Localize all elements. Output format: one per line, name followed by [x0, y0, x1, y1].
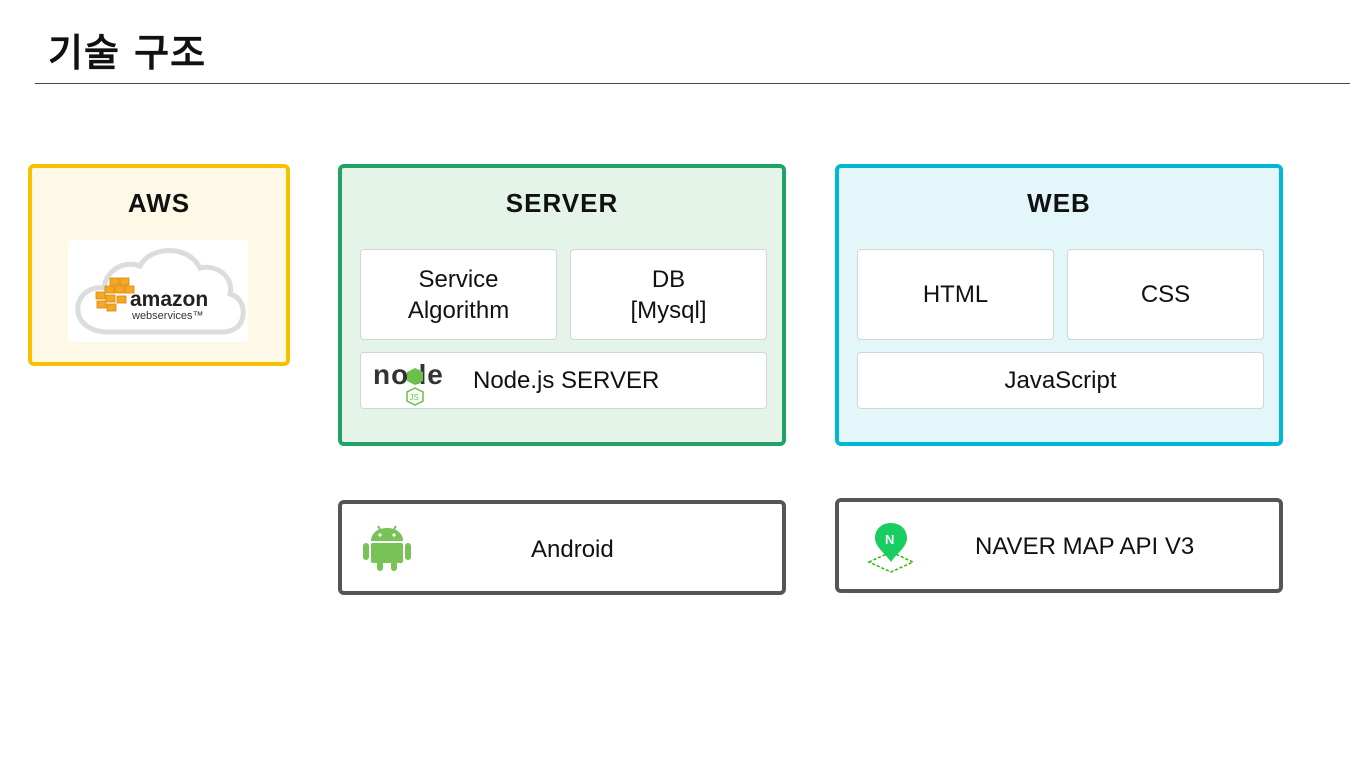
- css-card: CSS: [1067, 249, 1264, 340]
- naver-map-pin-icon: N: [867, 523, 915, 573]
- web-panel: WEB HTML CSS JavaScript: [835, 164, 1283, 446]
- aws-panel-title: AWS: [127, 188, 191, 218]
- db-line1: DB: [651, 265, 686, 293]
- page-title: 기술 구조: [48, 31, 207, 75]
- service-line1: Service: [418, 265, 499, 293]
- html-card: HTML: [857, 249, 1054, 340]
- svg-text:JS: JS: [410, 393, 419, 402]
- naver-map-box: N NAVER MAP API V3: [835, 498, 1283, 593]
- web-panel-title: WEB: [1027, 188, 1091, 218]
- html-label: HTML: [922, 281, 989, 308]
- nodejs-logo-icon: node JS: [373, 359, 443, 406]
- javascript-label: JavaScript: [1004, 367, 1117, 394]
- svg-text:N: N: [885, 532, 894, 547]
- aws-logo-word: amazon: [130, 288, 208, 311]
- db-card: DB [Mysql]: [570, 249, 767, 340]
- aws-cloud-icon: amazon webservices™: [75, 248, 246, 335]
- naver-map-label: NAVER MAP API V3: [975, 533, 1195, 560]
- nodejs-server-card: node JS Node.js SERVER: [360, 352, 767, 409]
- service-algorithm-card: Service Algorithm: [360, 249, 557, 340]
- service-line2: Algorithm: [407, 296, 510, 324]
- javascript-card: JavaScript: [857, 352, 1264, 409]
- server-panel: SERVER Service Algorithm DB [Mysql] node…: [338, 164, 786, 446]
- title-divider: [35, 83, 1350, 84]
- nodejs-label: Node.js SERVER: [473, 367, 660, 394]
- android-label: Android: [531, 536, 614, 563]
- android-icon: [363, 525, 411, 571]
- server-panel-title: SERVER: [505, 188, 619, 218]
- db-line2: [Mysql]: [630, 296, 707, 324]
- aws-logo-sub: webservices™: [131, 310, 204, 322]
- android-box: Android: [338, 500, 786, 595]
- aws-panel: AWS amazon webservices™: [28, 164, 290, 366]
- css-label: CSS: [1140, 281, 1191, 308]
- aws-logo: amazon webservices™: [68, 240, 248, 342]
